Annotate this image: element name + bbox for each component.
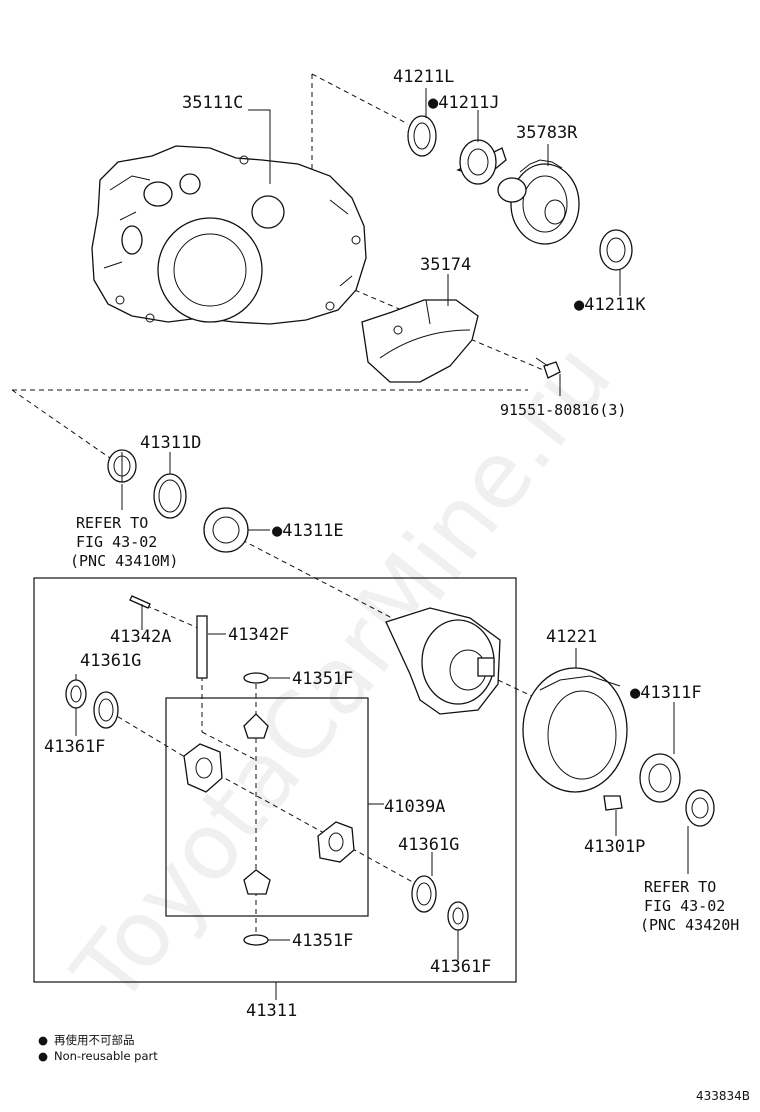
legend-line-2: Non-reusable part <box>54 1049 158 1063</box>
label-35783R: 35783R <box>516 123 578 143</box>
label-91551: 91551-80816(3) <box>500 401 626 419</box>
label-41342F: 41342F <box>228 625 289 645</box>
washer-41361G-right <box>411 875 437 913</box>
drive-gear-35783R <box>497 159 580 245</box>
ring-41311D <box>153 473 187 519</box>
label-41342A: 41342A <box>110 627 171 647</box>
washer-41351F-top <box>243 672 269 684</box>
seal-right <box>685 789 715 827</box>
label-41361G-top: 41361G <box>80 651 141 671</box>
shaft-41342F <box>196 615 208 679</box>
legend-marker-2: ● <box>38 1049 48 1063</box>
side-gear-right <box>317 821 355 863</box>
transaxle-housing <box>91 145 367 325</box>
label-41311D: 41311D <box>140 433 201 453</box>
washer-41361F-left <box>93 691 119 729</box>
refer1-line3: (PNC 43410M) <box>70 552 178 570</box>
pinion-gear-top <box>243 713 269 739</box>
figure-number: 433834B <box>696 1089 750 1103</box>
bolt-41301P <box>603 795 623 811</box>
label-35174: 35174 <box>420 255 471 275</box>
label-41211J: ●41211J <box>428 93 500 113</box>
legend-marker-1: ● <box>38 1033 48 1047</box>
bearing-41311F <box>639 753 681 803</box>
bearing-41211K <box>599 229 633 271</box>
differential-case <box>385 607 501 715</box>
legend-line-1: 再使用不可部品 <box>54 1033 135 1047</box>
legend: ● 再使用不可部品 ● Non-reusable part <box>38 1033 158 1063</box>
label-41039A: 41039A <box>384 797 445 817</box>
washer-41361G-left <box>65 679 87 709</box>
refer1-line2: FIG 43-02 <box>76 533 157 551</box>
label-41351F-bottom: 41351F <box>292 931 353 951</box>
washer-41361F-right <box>447 901 469 931</box>
label-41221: 41221 <box>546 627 597 647</box>
label-41311: 41311 <box>246 1001 297 1021</box>
bolt-91551 <box>535 357 561 379</box>
label-41211L: 41211L <box>393 67 454 87</box>
kit-box-41311 <box>33 577 517 983</box>
refer1-line1: REFER TO <box>76 514 148 532</box>
washer-41351F-bottom <box>243 934 269 946</box>
label-41301P: 41301P <box>584 837 645 857</box>
bearing-41311E <box>203 507 249 553</box>
label-41311E: ●41311E <box>272 521 344 541</box>
pinion-gear-bottom <box>243 869 271 895</box>
pin-41342A <box>129 595 151 609</box>
label-41361F-left: 41361F <box>44 737 105 757</box>
refer2-line1: REFER TO <box>644 878 716 896</box>
label-41361F-bottom: 41361F <box>430 957 491 977</box>
kit-box-41039A <box>165 697 369 917</box>
label-35111C: 35111C <box>182 93 243 113</box>
ring-gear-41221 <box>522 667 628 793</box>
label-41211K: ●41211K <box>574 295 646 315</box>
leader-lines <box>75 88 689 1000</box>
refer2-line3: (PNC 43420H <box>640 916 739 934</box>
label-41361G-bottom: 41361G <box>398 835 459 855</box>
label-41351F-top: 41351F <box>292 669 353 689</box>
cover-35174 <box>361 299 479 383</box>
label-41311F: ●41311F <box>630 683 702 703</box>
bearing-41211J <box>456 139 507 185</box>
side-gear-left <box>183 743 223 793</box>
refer2-line2: FIG 43-02 <box>644 897 725 915</box>
oil-seal-41211L <box>407 115 437 157</box>
